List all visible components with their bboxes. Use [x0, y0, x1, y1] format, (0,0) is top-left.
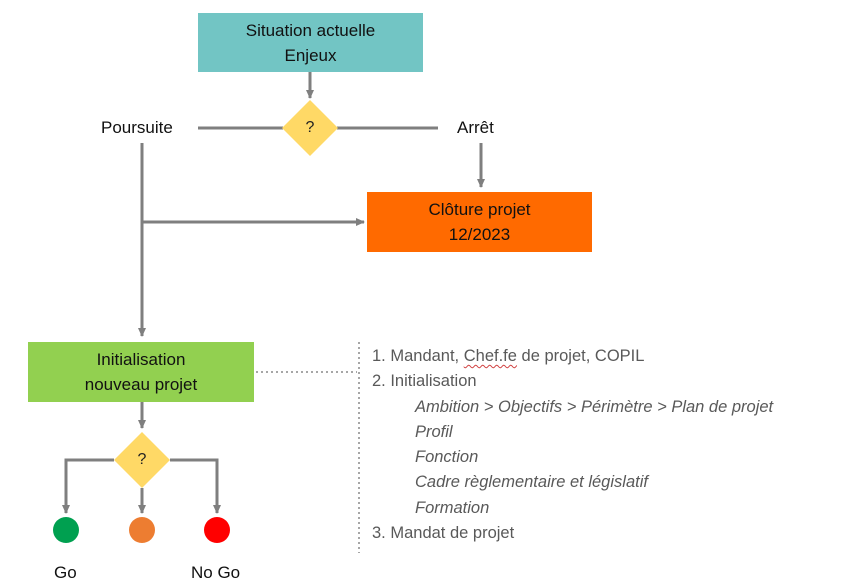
notes-subitem: Formation — [415, 498, 490, 517]
notes-subitem: Profil — [415, 422, 453, 441]
init-box: Initialisation nouveau projet — [28, 342, 254, 402]
situation-box: Situation actuelle Enjeux — [198, 13, 423, 72]
decision-diamond-2 — [114, 432, 170, 488]
notes-item-2: 2. Initialisation — [372, 372, 477, 391]
notes-subitem: Cadre règlementaire et législatif — [415, 473, 648, 492]
connector-to-nogo — [170, 458, 221, 514]
decision-label-2: ? — [137, 451, 147, 468]
branch-label-poursuite: Poursuite — [101, 118, 173, 137]
connector-to-go — [62, 458, 114, 514]
init-line1: Initialisation — [96, 350, 186, 369]
decision-diamond — [282, 100, 338, 156]
cloture-line2: 12/2023 — [448, 225, 511, 244]
cloture-box: Clôture projet 12/2023 — [367, 192, 592, 252]
nogo-indicator — [204, 517, 230, 543]
decision-label: ? — [305, 119, 315, 136]
notes-list: 1. Mandant, Chef.fe de projet, COPIL 2. … — [372, 344, 773, 546]
cloture-line1: Clôture projet — [428, 200, 531, 219]
situation-line1: Situation actuelle — [245, 20, 376, 40]
branch-label-arret: Arrêt — [457, 118, 494, 137]
init-line2: nouveau projet — [84, 375, 198, 394]
notes-item-1: 1. Mandant, Chef.fe de projet, COPIL — [372, 347, 645, 365]
notes-subitem: Ambition > Objectifs > Périmètre > Plan … — [415, 397, 774, 416]
go-label: Go — [54, 563, 77, 582]
notes-subitem: Fonction — [415, 448, 479, 467]
pending-indicator — [129, 517, 155, 543]
go-indicator — [53, 517, 79, 543]
nogo-label: No Go — [191, 563, 241, 582]
notes-item-1-underlined: Chef.fe — [463, 347, 517, 365]
notes-item-3: 3. Mandat de projet — [372, 524, 515, 543]
situation-line2: Enjeux — [284, 45, 337, 65]
